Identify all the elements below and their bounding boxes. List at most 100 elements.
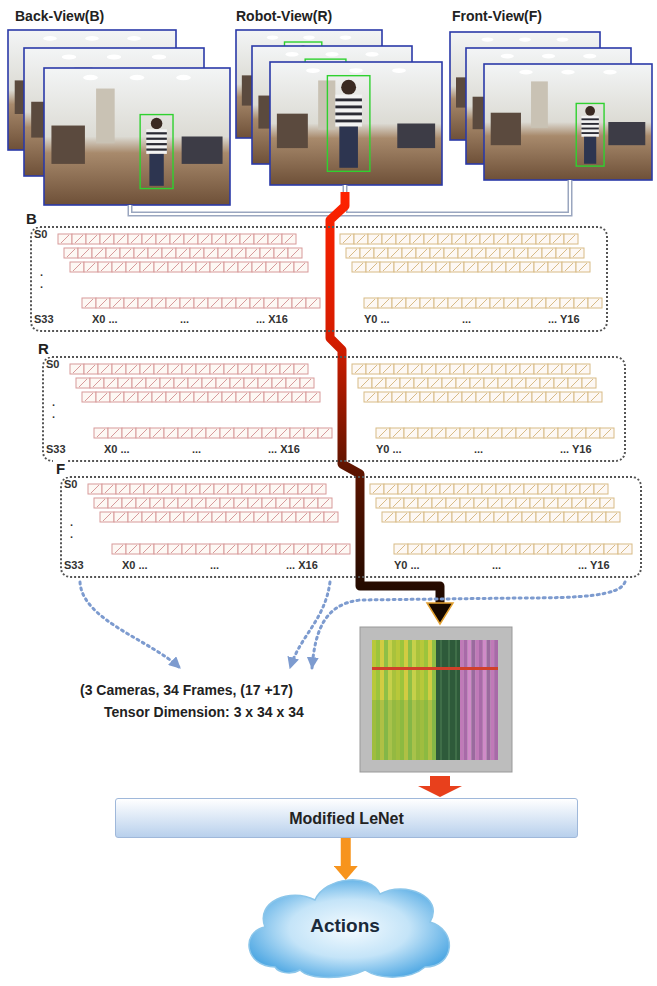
- sequence-cell: [96, 298, 110, 308]
- sequence-cell: [168, 544, 182, 554]
- sequence-cell: [142, 512, 156, 522]
- shirt-stripe: [335, 112, 362, 115]
- cell-hatch: [113, 299, 121, 307]
- cell-hatch: [101, 263, 109, 271]
- sequence-cell: [528, 248, 542, 258]
- cell-hatch: [325, 545, 333, 553]
- sequence-cell: [296, 512, 310, 522]
- flow-path: [330, 192, 440, 604]
- sequence-cell: [120, 248, 134, 258]
- sequence-cell: [136, 498, 150, 508]
- sequence-cell: [70, 364, 84, 374]
- sequence-cell: [518, 392, 532, 402]
- sequence-cell: [398, 484, 412, 494]
- sequence-cell: [262, 428, 276, 438]
- sequence-cell: [548, 544, 562, 554]
- detection-box: [327, 76, 370, 172]
- dotted-pointer: [290, 582, 330, 668]
- sequence-cell: [110, 298, 124, 308]
- sequence-cell: [492, 544, 506, 554]
- cell-hatch: [437, 393, 445, 401]
- sequence-cell: [238, 262, 252, 272]
- tensor-stripe: [448, 640, 450, 760]
- sequence-cell: [452, 512, 466, 522]
- sequence-cell: [378, 392, 392, 402]
- sequence-cell: [490, 298, 504, 308]
- camera-view: Front-View(F): [450, 4, 650, 180]
- cell-hatch: [595, 513, 603, 521]
- frame-image: [484, 64, 652, 180]
- cell-hatch: [253, 299, 261, 307]
- sequence-cell: [82, 392, 96, 402]
- cell-hatch: [477, 429, 485, 437]
- cell-hatch: [489, 249, 497, 257]
- sequence-cell: [466, 512, 480, 522]
- sequence-cell: [562, 262, 576, 272]
- cell-hatch: [111, 429, 119, 437]
- sequence-cell: [266, 364, 280, 374]
- cell-hatch: [159, 235, 167, 243]
- cell-hatch: [133, 485, 141, 493]
- cell-hatch: [211, 393, 219, 401]
- shirt-stripe: [335, 98, 362, 101]
- sequence-cell: [250, 392, 264, 402]
- furniture: [397, 124, 435, 149]
- sequence-cell: [200, 484, 214, 494]
- cell-hatch: [245, 485, 253, 493]
- cell-hatch: [265, 429, 273, 437]
- sequence-cell: [546, 298, 560, 308]
- cell-hatch: [493, 299, 501, 307]
- sequence-cell: [564, 234, 578, 244]
- cell-hatch: [127, 299, 135, 307]
- cell-hatch: [269, 263, 277, 271]
- sequence-cell: [280, 544, 294, 554]
- cell-hatch: [131, 235, 139, 243]
- sequence-cell: [440, 484, 454, 494]
- cell-hatch: [251, 429, 259, 437]
- cell-hatch: [227, 545, 235, 553]
- cell-hatch: [321, 499, 329, 507]
- view-feed-line-inner: [130, 205, 345, 214]
- cell-hatch: [507, 299, 515, 307]
- sequence-cell: [512, 378, 526, 388]
- sequence-cell: [276, 428, 290, 438]
- sequence-cell: [542, 248, 556, 258]
- sequence-cell: [590, 544, 604, 554]
- sequence-cell: [404, 498, 418, 508]
- cell-hatch: [197, 393, 205, 401]
- cell-hatch: [455, 235, 463, 243]
- cell-hatch: [195, 499, 203, 507]
- cell-hatch: [243, 513, 251, 521]
- tensor-caption: (3 Cameras, 34 Frames, (17 +17): [80, 682, 293, 699]
- sequence-cell: [168, 364, 182, 374]
- sequence-cell: [100, 234, 114, 244]
- cell-hatch: [239, 299, 247, 307]
- sequence-cell: [554, 378, 568, 388]
- shirt-stripe: [581, 128, 598, 130]
- cell-hatch: [241, 263, 249, 271]
- sequence-cell: [94, 428, 108, 438]
- cell-hatch: [321, 429, 329, 437]
- sequence-cell: [150, 428, 164, 438]
- sequence-cell: [174, 378, 188, 388]
- sequence-cell: [484, 378, 498, 388]
- cell-hatch: [261, 379, 269, 387]
- sequence-label: ... Y16: [548, 313, 580, 326]
- cell-hatch: [477, 499, 485, 507]
- cell-hatch: [549, 393, 557, 401]
- cell-hatch: [409, 393, 417, 401]
- sequence-cell: [498, 378, 512, 388]
- sequence-cell: [418, 498, 432, 508]
- sequence-cell: [568, 378, 582, 388]
- camera-frame: [44, 68, 230, 205]
- camera-frame: [270, 62, 442, 185]
- sequence-cell: [510, 484, 524, 494]
- sequence-cell: [226, 234, 240, 244]
- sequence-cell: [366, 262, 380, 272]
- sequence-cell: [516, 428, 530, 438]
- sequence-cell: [446, 498, 460, 508]
- sequence-cell: [144, 484, 158, 494]
- sequence-cell: [310, 512, 324, 522]
- sequence-cell: [84, 262, 98, 272]
- cell-hatch: [523, 365, 531, 373]
